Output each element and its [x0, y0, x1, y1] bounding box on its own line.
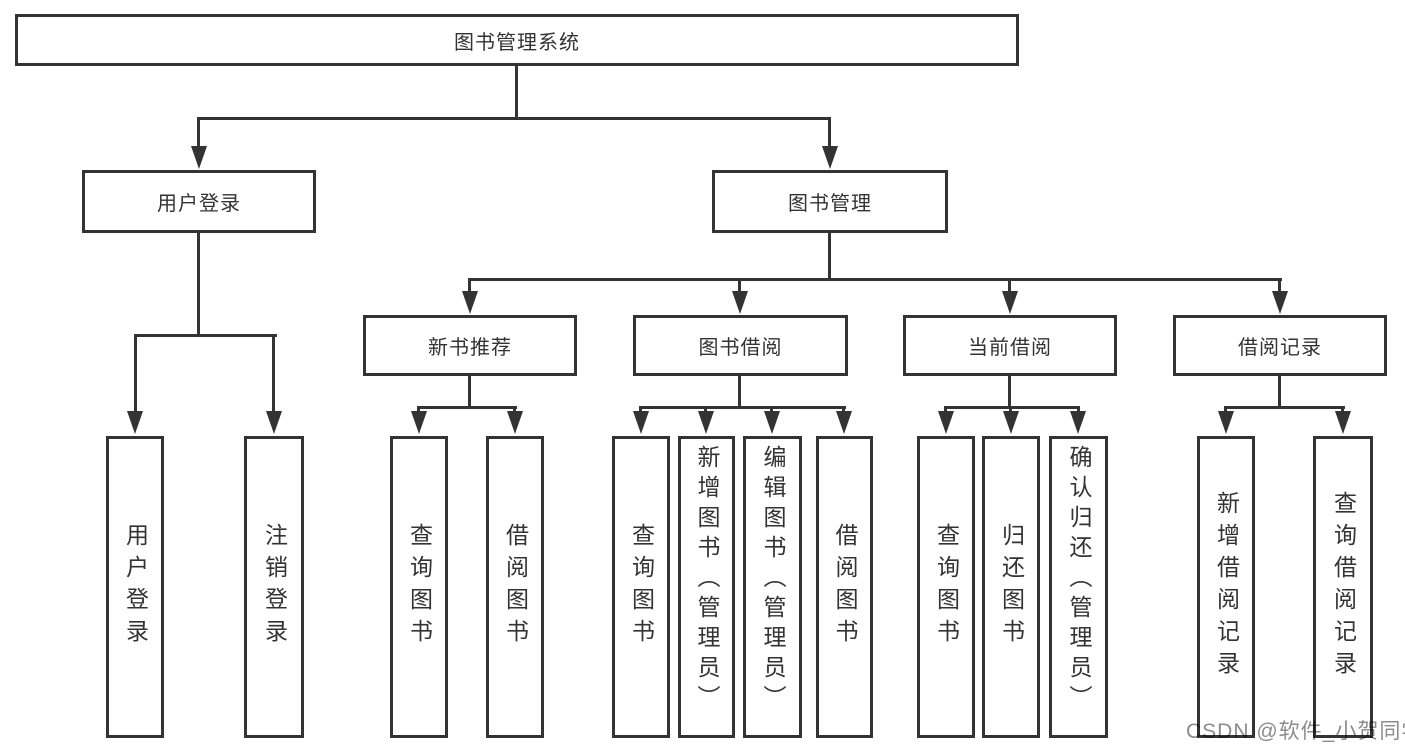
leaf-borrow-books-borrowing: 借阅图书: [816, 436, 873, 738]
connector-borrowing-stem: [738, 376, 741, 409]
arrowhead-down-icon: [822, 146, 838, 169]
connector-drop: [1008, 278, 1011, 296]
node-label: 确认归还（管理员）: [1066, 445, 1092, 715]
connector-records-rail: [1224, 406, 1345, 409]
connector-current-stem: [1008, 376, 1011, 409]
node-label: 图书管理: [788, 193, 872, 215]
arrowhead-down-icon: [732, 291, 748, 314]
node-label: 归还图书: [998, 523, 1025, 651]
node-book-borrowing: 图书借阅: [633, 315, 848, 376]
csdn-watermark: CSDN @软件_小贺同学: [1186, 720, 1405, 743]
leaf-borrow-books-recommend: 借阅图书: [486, 436, 544, 738]
leaf-edit-books-admin: 编辑图书（管理员）: [743, 436, 802, 738]
connector-userlogin-rail: [134, 334, 277, 337]
node-label: 编辑图书（管理员）: [760, 445, 786, 715]
connector-root-rail: [197, 117, 831, 120]
arrowhead-down-icon: [1272, 291, 1288, 314]
connector-root-stem: [515, 66, 518, 120]
node-label: 新增图书（管理员）: [694, 445, 720, 715]
connector-borrowing-rail: [639, 406, 846, 409]
leaf-query-books-recommend: 查询图书: [390, 436, 448, 738]
arrowhead-down-icon: [411, 411, 427, 434]
arrowhead-down-icon: [1003, 411, 1019, 434]
arrowhead-down-icon: [127, 411, 143, 434]
leaf-add-books-admin: 新增图书（管理员）: [678, 436, 735, 738]
connector-drop: [197, 117, 200, 150]
connector-drop: [738, 278, 741, 296]
node-label: 用户登录: [157, 193, 241, 215]
arrowhead-down-icon: [836, 411, 852, 434]
leaf-user-login: 用户登录: [106, 436, 164, 738]
arrowhead-down-icon: [1002, 291, 1018, 314]
leaf-add-borrow-record: 新增借阅记录: [1197, 436, 1255, 738]
node-label: 查询图书: [933, 523, 960, 651]
node-label: 当前借阅: [968, 337, 1052, 359]
node-library-management-system: 图书管理系统: [15, 14, 1019, 66]
node-label: 查询图书: [628, 523, 655, 651]
arrowhead-down-icon: [633, 411, 649, 434]
leaf-query-books-current: 查询图书: [917, 436, 975, 738]
node-label: 查询图书: [406, 523, 433, 651]
node-user-login: 用户登录: [82, 170, 316, 233]
connector-drop: [134, 334, 137, 416]
connector-bookmgmt-stem: [828, 233, 831, 281]
connector-records-stem: [1278, 376, 1281, 409]
connector-recommend-stem: [468, 376, 471, 409]
node-new-book-recommendation: 新书推荐: [363, 315, 577, 376]
node-label: 借阅记录: [1238, 337, 1322, 359]
connector-drop: [468, 278, 471, 296]
node-label: 借阅图书: [832, 523, 858, 651]
arrowhead-down-icon: [266, 411, 282, 434]
arrowhead-down-icon: [462, 291, 478, 314]
connector-drop: [828, 117, 831, 150]
arrowhead-down-icon: [698, 411, 714, 434]
leaf-query-books-borrowing: 查询图书: [612, 436, 670, 738]
arrowhead-down-icon: [764, 411, 780, 434]
arrowhead-down-icon: [191, 146, 207, 169]
node-label: 新增借阅记录: [1213, 491, 1240, 683]
leaf-logout-login: 注销登录: [244, 436, 304, 738]
connector-current-rail: [944, 406, 1080, 409]
connector-userlogin-stem: [197, 233, 200, 337]
connector-drop: [272, 334, 275, 416]
leaf-query-borrow-record: 查询借阅记录: [1313, 436, 1373, 738]
leaf-return-books: 归还图书: [982, 436, 1040, 738]
arrowhead-down-icon: [1070, 411, 1086, 434]
node-label: 用户登录: [122, 523, 149, 651]
node-label: 新书推荐: [428, 337, 512, 359]
connector-bookmgmt-rail: [468, 278, 1282, 281]
node-label: 查询借阅记录: [1330, 491, 1357, 683]
leaf-confirm-return-admin: 确认归还（管理员）: [1049, 436, 1108, 738]
arrowhead-down-icon: [507, 411, 523, 434]
arrowhead-down-icon: [938, 411, 954, 434]
node-label: 图书借阅: [698, 337, 783, 359]
node-label: 借阅图书: [502, 523, 529, 651]
node-label: 图书管理系统: [454, 31, 580, 54]
connector-drop: [1278, 278, 1281, 296]
node-book-management: 图书管理: [712, 170, 948, 233]
node-borrowing-records: 借阅记录: [1173, 315, 1387, 376]
arrowhead-down-icon: [1335, 411, 1351, 434]
arrowhead-down-icon: [1218, 411, 1234, 434]
connector-recommend-rail: [417, 406, 517, 409]
node-current-borrowing: 当前借阅: [903, 315, 1117, 376]
node-label: 注销登录: [261, 523, 288, 651]
